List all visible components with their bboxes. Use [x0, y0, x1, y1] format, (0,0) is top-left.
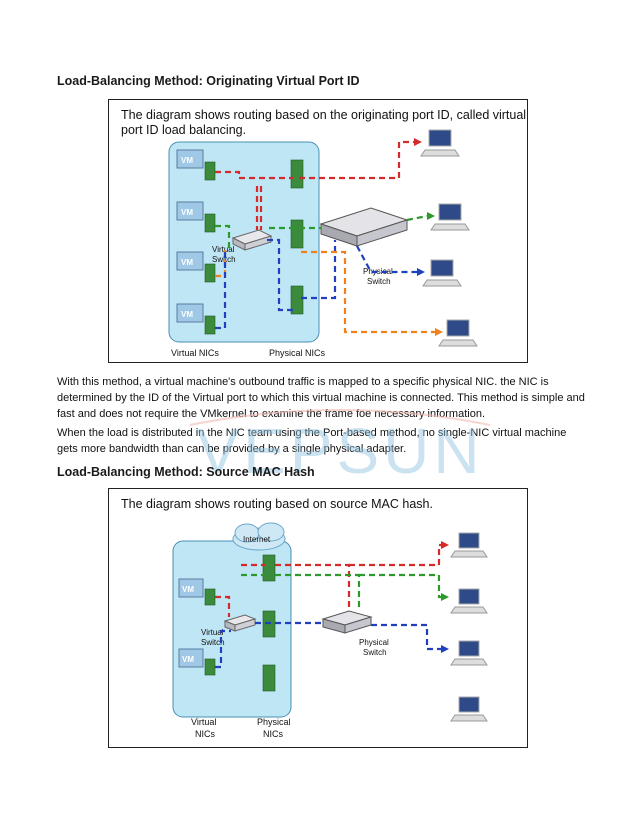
vm-label: VM — [182, 655, 194, 664]
paragraph-port-id-description: With this method, a virtual machine's ou… — [57, 376, 585, 420]
internet-cloud-icon — [232, 522, 286, 551]
virtual-switch-label-1: Virtual — [212, 245, 235, 254]
virtual-nics-label-1: Virtual — [191, 717, 216, 727]
physical-switch-label-1: Physical — [363, 267, 393, 276]
arrow-green — [427, 212, 435, 220]
client-computer-icon — [450, 696, 488, 722]
client-computer-icon — [420, 129, 460, 157]
client-computer-icon — [450, 588, 488, 614]
vm-label: VM — [181, 258, 193, 267]
arrow-red — [441, 541, 449, 549]
physical-switch-label-2: Switch — [367, 277, 391, 286]
vm-label: VM — [181, 156, 193, 165]
vm-block-2: VM — [178, 648, 204, 668]
physical-nic-cards — [290, 159, 304, 315]
virtual-switch-label-1: Virtual — [201, 628, 224, 637]
arrow-red — [414, 138, 422, 146]
traffic-paths — [215, 543, 441, 669]
physical-switch-label-2: Switch — [363, 648, 387, 657]
port-id-diagram-svg: The diagram shows routing based on the o… — [121, 108, 526, 358]
client-computer-icon — [430, 203, 470, 231]
physical-nics-label: Physical NICs — [269, 348, 326, 358]
vm-label: VM — [181, 310, 193, 319]
figure-caption: The diagram shows routing based on sourc… — [121, 497, 433, 511]
virtual-nics-label-2: NICs — [195, 729, 215, 739]
paragraph-port-id-bandwidth: When the load is distributed in the NIC … — [57, 427, 567, 455]
physical-nics-label-1: Physical — [257, 717, 291, 727]
arrow-green — [441, 593, 449, 601]
traffic-paths — [215, 140, 435, 334]
virtual-switch-label-2: Switch — [212, 255, 236, 264]
figure-caption-line1: The diagram shows routing based on the o… — [121, 108, 526, 122]
arrow-blue — [417, 268, 425, 276]
figure-mac-hash-diagram: The diagram shows routing based on sourc… — [108, 488, 528, 748]
section-heading-port-id: Load-Balancing Method: Originating Virtu… — [57, 74, 360, 88]
internet-label: Internet — [243, 535, 271, 544]
client-computer-icon — [450, 532, 488, 558]
physical-switch-label-1: Physical — [359, 638, 389, 647]
client-computer-icon — [450, 640, 488, 666]
physical-nics-label-2: NICs — [263, 729, 283, 739]
vm-block-4: VM — [176, 303, 204, 323]
client-computer-icon — [422, 259, 462, 287]
arrow-orange — [435, 328, 443, 336]
virtual-switch-icon — [231, 229, 273, 251]
virtual-switch-label-2: Switch — [201, 638, 225, 647]
vm-block-2: VM — [176, 201, 204, 221]
vm-block-1: VM — [178, 578, 204, 598]
vm-label: VM — [181, 208, 193, 217]
vm-block-1: VM — [176, 149, 204, 169]
virtual-nics-label: Virtual NICs — [171, 348, 219, 358]
section-heading-mac-hash: Load-Balancing Method: Source MAC Hash — [57, 465, 315, 479]
vm-block-3: VM — [176, 251, 204, 271]
physical-switch-icon — [319, 207, 409, 247]
physical-nic-cards — [262, 554, 276, 692]
figure-port-id-diagram: The diagram shows routing based on the o… — [108, 99, 528, 363]
vm-label: VM — [182, 585, 194, 594]
mac-hash-diagram-svg: The diagram shows routing based on sourc… — [121, 497, 488, 739]
arrow-blue — [441, 645, 449, 653]
virtual-nic-cards — [204, 161, 216, 335]
client-computer-icon — [438, 319, 478, 347]
virtual-switch-icon — [223, 614, 257, 632]
physical-switch-icon — [321, 610, 373, 634]
figure-caption-line2: port ID load balancing. — [121, 123, 246, 137]
